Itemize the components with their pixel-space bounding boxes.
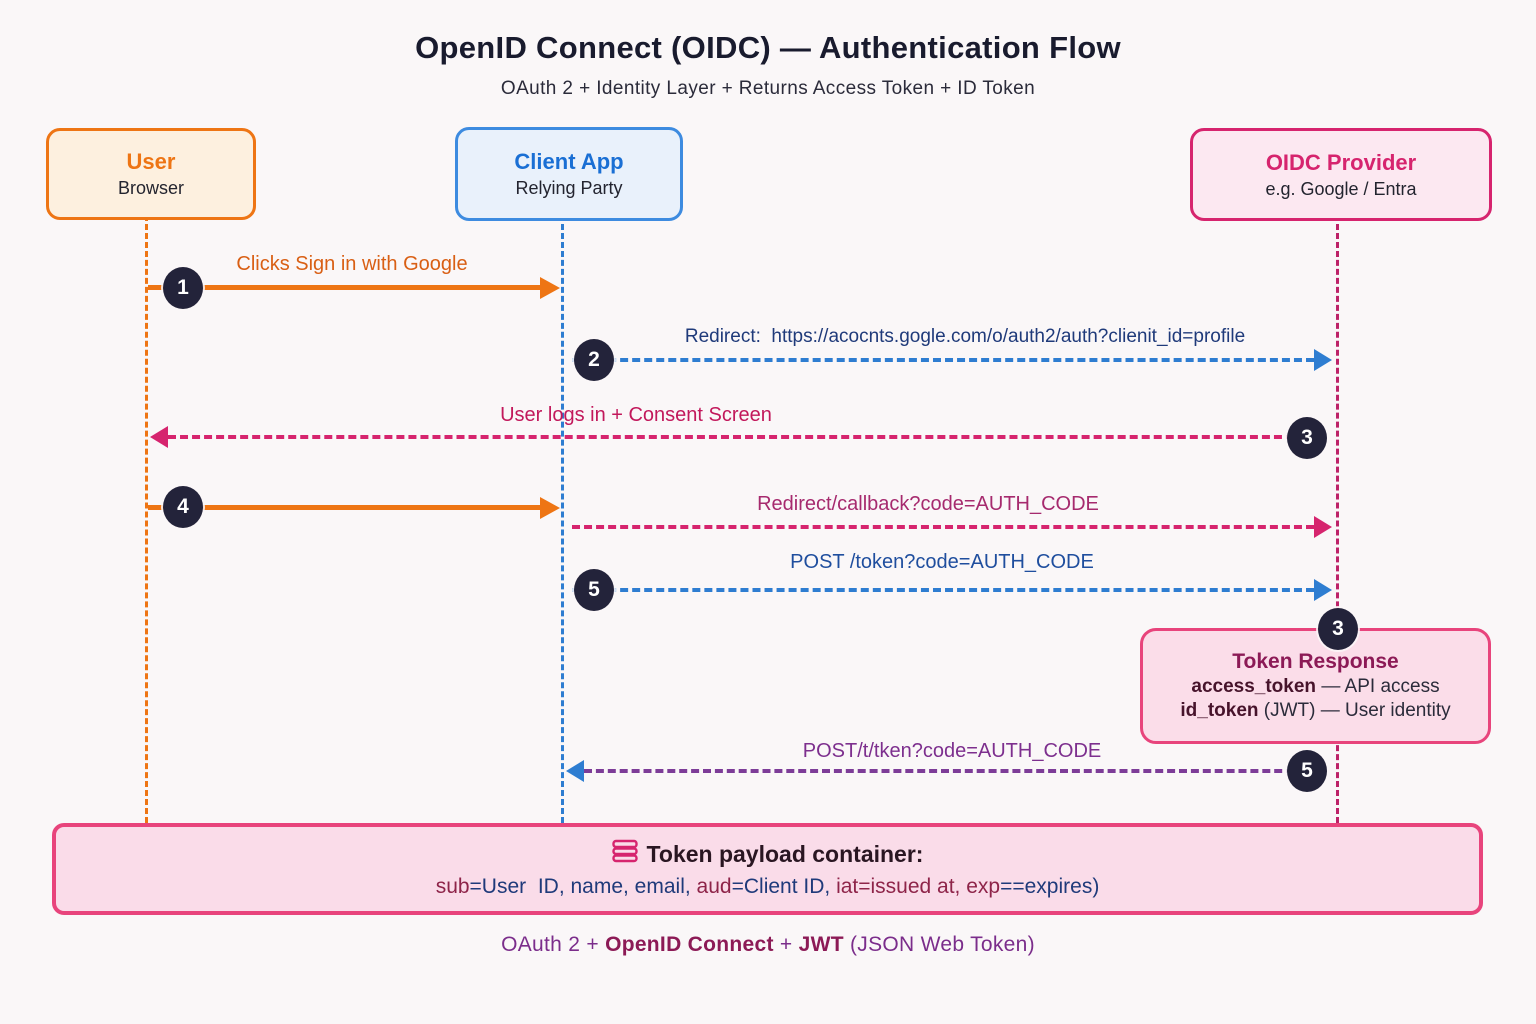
actor-provider-subtitle: e.g. Google / Entra (1265, 178, 1417, 199)
token-payload-container: Token payload container: sub=User ID, na… (52, 823, 1483, 915)
message-4-line (148, 505, 545, 510)
message-4-arrowhead-icon (540, 497, 560, 519)
actor-user-title: User (126, 149, 176, 174)
message-2-arrowhead-icon (1314, 349, 1332, 371)
message-4b-line (572, 525, 1314, 529)
message-1-line (148, 285, 545, 290)
footer-jwt: JWT (798, 933, 844, 956)
claim-aud-key: aud (696, 875, 732, 898)
message-1-label: Clicks Sign in with Google (236, 253, 468, 275)
page-subtitle: OAuth 2 + Identity Layer + Returns Acces… (500, 78, 1036, 99)
footer-jwt-expansion: (JSON Web Token) (843, 933, 1035, 956)
token-response-card: Token Response access_token — API access… (1140, 628, 1491, 744)
page-title: OpenID Connect (OIDC) — Authentication F… (415, 30, 1121, 65)
token-response-access-rest: — API access (1316, 676, 1440, 697)
message-6-arrowhead-icon (566, 760, 584, 782)
claim-exp-value: ==expires) (1000, 875, 1100, 898)
message-4b-arrowhead-icon (1314, 516, 1332, 538)
message-3-line (168, 435, 1306, 439)
message-5-label: POST /token?code=AUTH_CODE (790, 551, 1094, 573)
claim-sub-key: sub (435, 875, 470, 898)
message-6-number-badge: 5 (1287, 750, 1327, 792)
lifeline-user (145, 215, 148, 823)
message-2-number-badge: 2 (574, 339, 614, 381)
token-response-line-id: id_token (JWT) — User identity (1180, 700, 1450, 722)
token-response-line-access: access_token — API access (1191, 676, 1439, 698)
actor-client-subtitle: Relying Party (515, 178, 623, 198)
message-3-arrowhead-icon (150, 426, 168, 448)
token-response-access-key: access_token (1191, 676, 1317, 697)
stack-icon (611, 839, 638, 869)
footer-oidc: OpenID Connect (605, 933, 774, 956)
message-3-label: User logs in + Consent Screen (500, 404, 772, 426)
token-payload-title: Token payload container: (646, 840, 924, 867)
lifeline-client-app (561, 215, 564, 823)
message-6-label: POST/t/tken?code=AUTH_CODE (802, 740, 1102, 762)
message-6-line (584, 769, 1306, 773)
actor-oidc-provider: OIDC Provider e.g. Google / Entra (1190, 128, 1492, 221)
actor-client-title: Client App (514, 149, 624, 174)
message-5-arrowhead-icon (1314, 579, 1332, 601)
actor-client-app: Client App Relying Party (455, 127, 683, 221)
claim-exp-key: exp (966, 875, 1001, 898)
claim-sub-values: =User ID, name, email, (469, 875, 697, 898)
actor-provider-title: OIDC Provider (1265, 149, 1417, 175)
actor-user: User Browser (46, 128, 256, 220)
message-1-number-badge: 1 (163, 267, 203, 309)
message-5-line (572, 588, 1314, 592)
token-payload-header: Token payload container: (611, 839, 924, 869)
claim-iat: iat=issued at, (836, 875, 967, 898)
footer-oauth: OAuth 2 + (501, 933, 606, 956)
footer-caption: OAuth 2 + OpenID Connect + JWT (JSON Web… (0, 933, 1536, 957)
message-2-label: Redirect: https://acocnts.gogle.com/o/au… (684, 326, 1246, 347)
token-response-id-key: id_token (1180, 700, 1259, 721)
lifeline-oidc-provider (1336, 215, 1339, 823)
message-3-number-badge: 3 (1287, 417, 1327, 459)
token-response-id-rest: (JWT) — User identity (1258, 700, 1451, 721)
message-1-arrowhead-icon (540, 277, 560, 299)
actor-user-subtitle: Browser (117, 178, 184, 198)
footer-plus: + (773, 933, 799, 956)
message-2-line (572, 358, 1314, 362)
claim-aud-value: =Client ID, (731, 875, 837, 898)
token-response-number-badge: 3 (1318, 608, 1358, 650)
message-4-number-badge: 4 (163, 486, 203, 528)
message-4b-label: Redirect/callback?code=AUTH_CODE (757, 493, 1099, 515)
token-payload-claims: sub=User ID, name, email, aud=Client ID,… (436, 875, 1100, 899)
message-5-number-badge: 5 (574, 569, 614, 611)
token-response-title: Token Response (1232, 650, 1399, 673)
